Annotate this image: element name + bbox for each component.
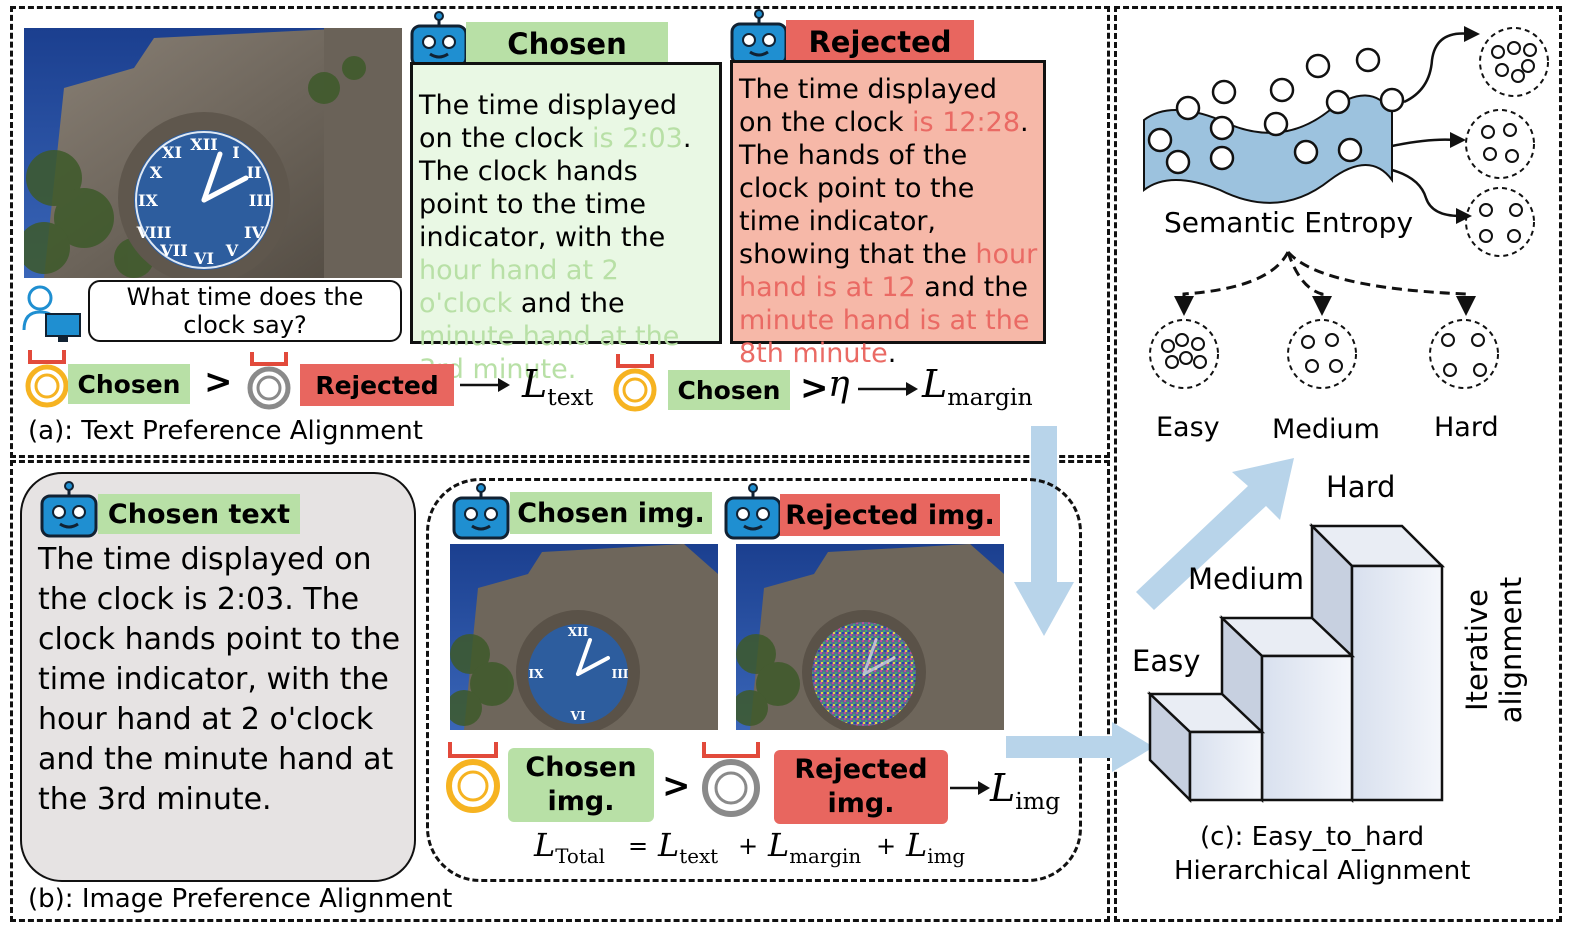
chosen-text-part: and the (512, 288, 625, 319)
l-img-symbol: Limg (990, 766, 1061, 816)
svg-text:VIII: VIII (136, 223, 172, 242)
svg-text:III: III (612, 667, 629, 681)
svg-text:I: I (232, 143, 239, 162)
chosen-text-card (20, 472, 416, 882)
rejected-text-part: The time displayed on the clock (739, 74, 998, 138)
hard-label: Hard (1434, 412, 1499, 443)
chosen-text-part: The time displayed on the clock (419, 90, 678, 154)
semantic-entropy-diagram (1130, 20, 1550, 264)
semantic-entropy-label: Semantic Entropy (1164, 206, 1414, 239)
panel-b-frame (10, 460, 1110, 922)
greater-than: > (204, 362, 233, 402)
difficulty-branches (1160, 248, 1490, 332)
chosen-text-body: The time displayed on the clock is 2:03.… (38, 542, 401, 817)
rejected-img-label: Rejected img. (780, 494, 1000, 536)
svg-text:III: III (249, 191, 271, 210)
difficulty-clusters (1146, 316, 1506, 396)
chosen-clock-image: XII III VI IX (450, 544, 718, 730)
panel-c-frame (1114, 6, 1562, 922)
svg-text:VII: VII (159, 241, 187, 260)
row-rejected-label: Rejected (300, 364, 454, 406)
easy-label: Easy (1156, 412, 1220, 443)
l-margin-symbol: Lmargin (922, 362, 1033, 412)
svg-text:VI: VI (570, 709, 586, 723)
panel-a-frame (10, 6, 1110, 458)
stair-medium-label: Medium (1188, 562, 1304, 596)
arrow-icon (948, 778, 990, 802)
chosen-text-label: Chosen text (98, 494, 300, 534)
plus-sign: + (876, 832, 897, 860)
arrow-icon (856, 378, 918, 404)
svg-text:VI: VI (193, 249, 214, 268)
robot-icon (724, 482, 782, 544)
rejected-text-part: . The hands of the clock point to the ti… (739, 107, 1029, 270)
svg-text:XII: XII (568, 625, 589, 639)
rejected-clock-image (736, 544, 1004, 730)
svg-text:XI: XI (162, 143, 182, 162)
panel-b-caption: (b): Image Preference Alignment (28, 884, 453, 914)
chosen-highlight: hour hand at 2 o'clock (419, 255, 619, 319)
silver-medal-icon (246, 350, 292, 416)
robot-icon (40, 480, 98, 542)
svg-text:IV: IV (244, 223, 264, 242)
gold-medal-icon (24, 348, 70, 414)
total-loss-formula: LTotal = Ltext + Lmargin + Limg (534, 826, 984, 870)
plus-sign: + (738, 832, 759, 860)
arrow-icon (458, 374, 510, 400)
svg-text:XII: XII (190, 135, 217, 154)
rejected-highlight: is 12:28 (912, 107, 1021, 138)
greater-than: > (662, 766, 691, 806)
silver-medal-icon (698, 740, 764, 822)
gold-medal-icon (444, 740, 502, 818)
iterative-alignment-label: Iterative alignment (1460, 540, 1528, 760)
chosen-text-part: . The clock hands point to the time indi… (419, 123, 692, 253)
rejected-text-part: . (887, 338, 897, 369)
row-rejected-img-label: Rejected img. (774, 750, 948, 824)
stair-easy-label: Easy (1132, 644, 1201, 678)
robot-icon (452, 482, 510, 544)
right-arrow-icon (1006, 722, 1154, 776)
rejected-highlight: hour hand is at 12 (739, 239, 1038, 303)
rejected-highlight: minute hand is at the 8th minute (739, 305, 1030, 369)
medium-label: Medium (1272, 414, 1380, 445)
svg-text:IX: IX (138, 191, 158, 210)
rejected-text-part: and the (915, 272, 1028, 303)
user-icon (22, 284, 86, 348)
gold-medal-icon (612, 352, 658, 418)
question-bubble: What time does the clock say? (88, 280, 402, 342)
rejected-response-box: The time displayed on the clock is 12:28… (730, 60, 1046, 369)
question-text: What time does the clock say? (126, 283, 364, 339)
svg-text:X: X (150, 163, 163, 182)
equals-sign: = (628, 832, 649, 860)
l-text-symbol: Ltext (522, 362, 594, 412)
l-text-term: Ltext (658, 826, 719, 868)
l-total-symbol: LTotal (534, 826, 606, 868)
iterative-alignment-text: Iterative alignment (1460, 576, 1528, 724)
l-img-term: Limg (906, 826, 966, 868)
staircase-diagram (1144, 520, 1454, 814)
panel-c-caption-line2: Hierarchical Alignment (1174, 856, 1471, 886)
svg-text:V: V (225, 241, 239, 260)
robot-icon (410, 10, 468, 72)
chosen-img-label: Chosen img. (510, 492, 712, 534)
chosen-highlight: is 2:03 (592, 123, 683, 154)
chosen-label: Chosen (466, 22, 668, 66)
row-chosen-label: Chosen (68, 364, 190, 404)
panel-c-caption-line1: (c): Easy_to_hard (1200, 822, 1425, 852)
up-diagonal-arrow-icon (1128, 452, 1308, 616)
greater-than: > (800, 368, 829, 408)
svg-text:II: II (247, 163, 262, 182)
rejected-label: Rejected (786, 20, 974, 64)
chosen-response-box: The time displayed on the clock is 2:03.… (410, 62, 722, 385)
stair-hard-label: Hard (1326, 470, 1396, 504)
panel-a-caption: (a): Text Preference Alignment (28, 416, 423, 446)
row-chosen-label-2: Chosen (668, 370, 790, 410)
l-margin-term: Lmargin (768, 826, 862, 868)
row-chosen-img-label: Chosen img. (508, 748, 654, 822)
image-pair-frame (426, 478, 1082, 882)
eta-symbol: η (828, 364, 850, 405)
svg-text:IX: IX (529, 667, 545, 681)
